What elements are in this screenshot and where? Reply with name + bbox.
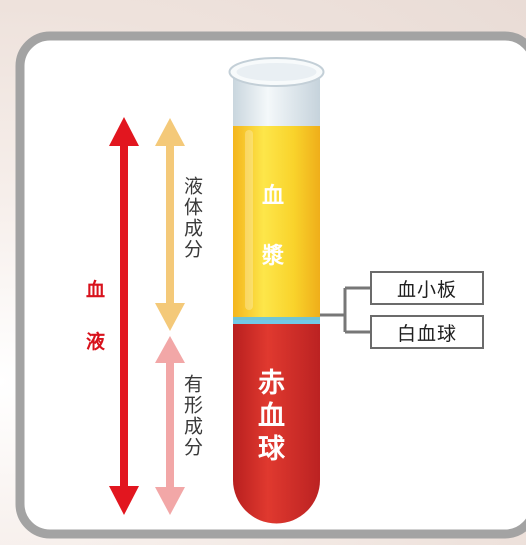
plasma-label-char-1: 血 bbox=[262, 184, 285, 209]
rbc-label-char-2: 血 bbox=[258, 401, 285, 432]
plasma-label-char-2: 漿 bbox=[262, 244, 285, 269]
platelets-label: 血小板 bbox=[370, 271, 484, 305]
rbc-label-char-1: 赤 bbox=[258, 368, 285, 399]
test-tube bbox=[228, 57, 325, 524]
white-blood-cells-label: 白血球 bbox=[370, 315, 484, 349]
solid-component-double-arrow bbox=[155, 336, 185, 515]
rbc-label-char-3: 球 bbox=[258, 434, 285, 465]
liquid-component-double-arrow bbox=[155, 118, 185, 331]
buffy-coat-layer bbox=[233, 317, 320, 324]
liquid-component-label: 液体成分 bbox=[181, 176, 203, 260]
plasma-layer bbox=[233, 124, 320, 320]
solid-component-label: 有形成分 bbox=[181, 374, 203, 458]
blood-double-arrow bbox=[109, 117, 139, 515]
blood-label-char-1: 血 bbox=[86, 279, 106, 301]
blood-label-char-2: 液 bbox=[86, 331, 106, 353]
callout-connector bbox=[320, 286, 370, 334]
red-blood-cell-layer bbox=[233, 324, 320, 524]
